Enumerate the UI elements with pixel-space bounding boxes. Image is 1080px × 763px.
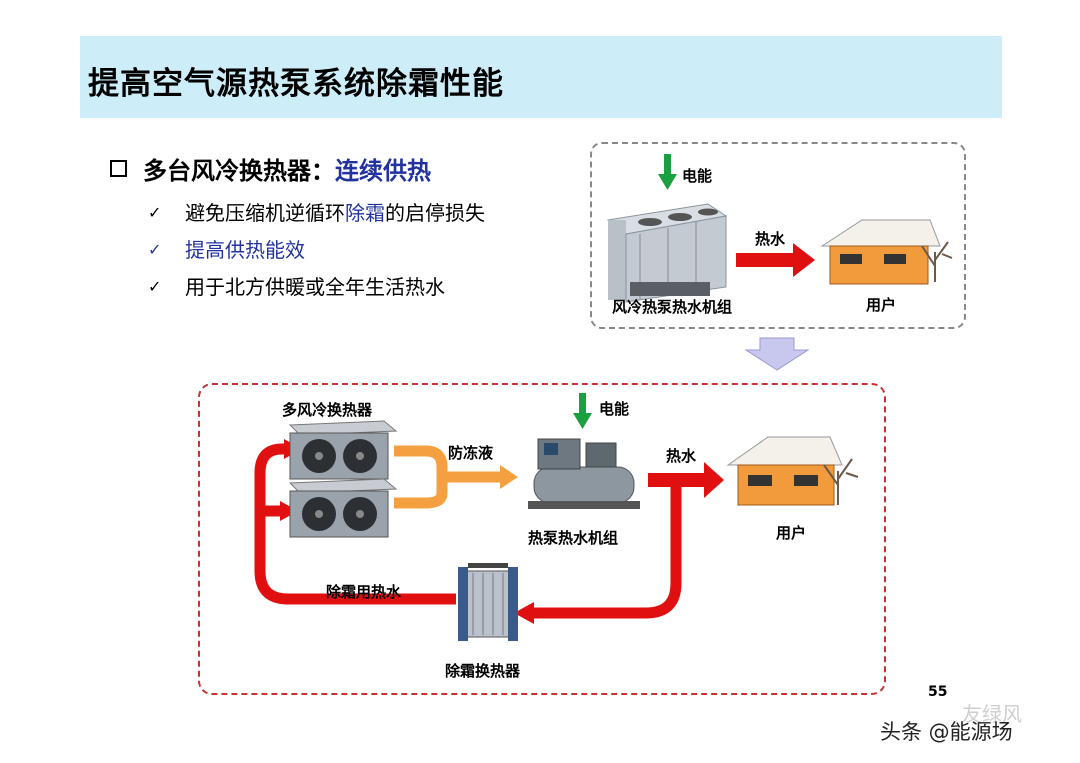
defrost-loop-arrows <box>254 439 682 624</box>
bottom-hot-water-label: 热水 <box>666 447 697 465</box>
simple-system-graphics <box>606 154 953 303</box>
multi-exchanger-system-diagram <box>198 383 886 695</box>
exchangers-label: 多风冷换热器 <box>282 401 373 419</box>
sub-item-1-highlight: 除霜 <box>345 201 385 225</box>
title-bar <box>80 36 1002 118</box>
sub-item-1-post: 的启停损失 <box>385 201 485 225</box>
sub-item-1: 避免压缩机逆循环除霜的启停损失 <box>185 197 485 226</box>
top-user-label: 用户 <box>866 296 897 314</box>
house-icon <box>726 436 859 506</box>
multi-exchanger-graphics <box>254 393 859 641</box>
main-bullet-highlight: 连续供热 <box>335 157 431 185</box>
heat-pump-unit-icon <box>528 438 640 509</box>
air-cooled-exchanger-icon <box>288 420 398 480</box>
bottom-user-label: 用户 <box>776 524 807 542</box>
air-cooled-unit-icon <box>606 203 728 303</box>
antifreeze-label: 防冻液 <box>448 444 494 462</box>
sub-item-2: 提高供热能效 <box>185 238 305 262</box>
top-hot-water-label: 热水 <box>755 230 786 248</box>
check-icon: ✓ <box>148 203 162 222</box>
page-title: 提高空气源热泵系统除霜性能 <box>88 66 504 102</box>
sub-item-3: 用于北方供暖或全年生活热水 <box>185 275 445 299</box>
page-number: 55 <box>928 684 948 700</box>
house-icon <box>820 219 953 285</box>
defrost-water-label: 除霜用热水 <box>326 583 402 601</box>
source-watermark: 头条 @能源场 <box>880 720 1013 744</box>
sub-item-1-pre: 避免压缩机逆循环 <box>185 201 345 225</box>
defrost-exchanger-label: 除霜换热器 <box>445 662 521 680</box>
faint-watermark: 友绿风 <box>962 702 1022 726</box>
power-arrow-icon <box>658 154 677 190</box>
main-bullet-label: 多台风冷换热器： <box>143 157 335 185</box>
hot-water-arrow-icon <box>736 243 815 277</box>
main-bullet: 多台风冷换热器：连续供热 <box>143 151 431 186</box>
check-icon: ✓ <box>148 240 162 259</box>
check-icon: ✓ <box>148 277 162 296</box>
down-arrow-icon <box>744 337 810 371</box>
top-unit-label: 风冷热泵热水机组 <box>612 298 733 316</box>
bullet-square-icon <box>110 160 127 177</box>
bottom-power-label: 电能 <box>599 400 630 418</box>
antifreeze-arrow-icon <box>394 445 518 509</box>
bottom-unit-label: 热泵热水机组 <box>528 529 619 547</box>
top-power-label: 电能 <box>682 167 713 185</box>
air-cooled-exchanger-icon <box>288 478 398 538</box>
simple-system-diagram <box>590 142 966 329</box>
hot-water-arrow-icon <box>648 462 724 498</box>
power-arrow-icon <box>573 393 592 429</box>
plate-heat-exchanger-icon <box>458 563 518 641</box>
